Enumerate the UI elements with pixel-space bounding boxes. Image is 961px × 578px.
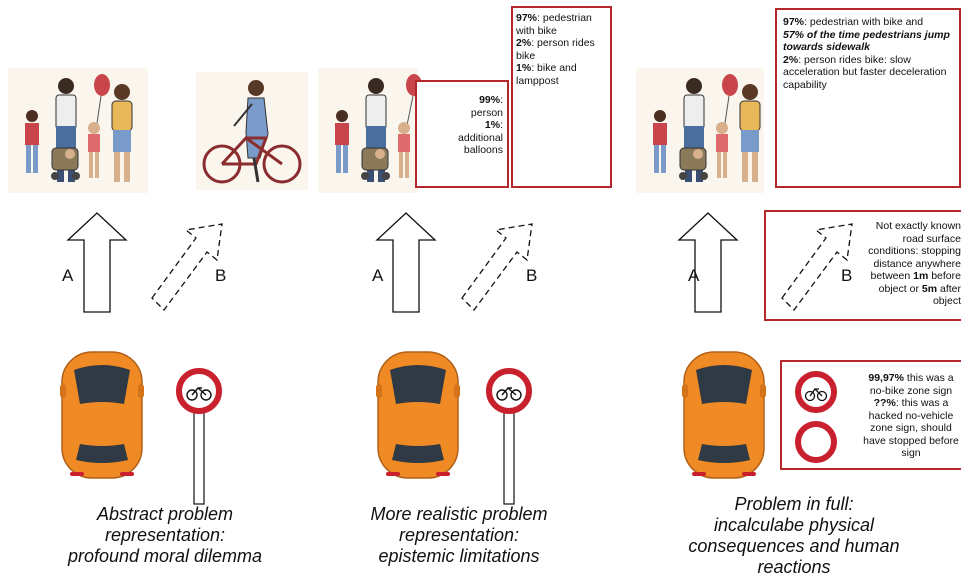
- note-text: acceleration but faster deceleration: [783, 66, 947, 78]
- note-text: : bike and: [531, 62, 577, 74]
- note-family-probabilities: 99%: person 1%: additional balloons: [415, 80, 509, 188]
- note-sign-interpretation: 99,97% this was a no-bike zone sign ??%:…: [780, 360, 961, 470]
- panel-abstract: A B Abstract problem representation: pro…: [0, 0, 320, 578]
- arrow-a-label: A: [62, 266, 74, 285]
- car-top-view: [60, 351, 144, 479]
- arrow-a-label: A: [688, 266, 700, 285]
- caption-line: representation:: [104, 525, 226, 545]
- arrow-b-dashed-in-note: [781, 223, 853, 311]
- note-pct: 1%: [516, 62, 532, 74]
- car-top-view: [376, 351, 460, 479]
- arrow-b-dashed: [461, 223, 533, 311]
- note-text: with bike: [516, 24, 557, 37]
- note-pct: 97%: [783, 16, 805, 28]
- note-text: object or: [878, 282, 922, 295]
- caption-line: representation:: [398, 525, 520, 545]
- note-text: Not exactly known: [875, 220, 961, 232]
- arrow-b-label: B: [215, 266, 227, 285]
- note-pct: ??%: [873, 397, 896, 409]
- arrow-a-solid: [66, 212, 128, 313]
- note-text: no-bike zone sign: [869, 384, 953, 397]
- caption-realistic: More realistic problem representation: e…: [314, 504, 604, 567]
- arrow-a-solid: [677, 212, 739, 313]
- arrow-b-label: B: [841, 266, 853, 285]
- note-bike-behavior: 97%: pedestrian with bike and 57% of the…: [775, 8, 961, 188]
- note-text: hacked no-vehicle: [868, 409, 954, 422]
- caption-line: profound moral dilemma: [67, 546, 263, 566]
- sign-note-text: 99,97% this was a no-bike zone sign ??%:…: [846, 372, 961, 460]
- family-illustration: [636, 68, 764, 193]
- no-bike-sign: [486, 368, 532, 505]
- note-text: object: [932, 295, 961, 307]
- cyclist-illustration: [196, 72, 308, 190]
- no-bike-sign: [176, 368, 222, 505]
- note-pct: 1%: [484, 119, 501, 131]
- note-pct: 2%: [516, 37, 532, 49]
- caption-full: Problem in full: incalculabe physical co…: [644, 494, 944, 578]
- caption-line: Abstract problem: [96, 504, 234, 524]
- note-text: balloons: [463, 144, 503, 156]
- note-text: towards sidewalk: [783, 41, 870, 53]
- caption-line: epistemic limitations: [378, 546, 540, 566]
- note-text: : pedestrian: [537, 12, 592, 24]
- caption-abstract: Abstract problem representation: profoun…: [20, 504, 310, 567]
- note-text: road surface: [902, 232, 961, 245]
- note-text: sign: [901, 447, 921, 459]
- note-text: : person rides bike: slow: [798, 53, 911, 66]
- note-value: 1m: [913, 270, 929, 282]
- panel-full: 97%: pedestrian with bike and 57% of the…: [634, 0, 961, 578]
- note-text: bike: [516, 49, 536, 62]
- note-text: have stopped before: [863, 434, 959, 447]
- note-text: before: [928, 270, 961, 282]
- note-pct: 99,97%: [868, 372, 904, 384]
- note-text: :: [500, 119, 503, 131]
- note-pct: 97%: [516, 12, 538, 24]
- caption-line: incalculabe physical: [713, 515, 875, 535]
- no-vehicle-sign-icon: [795, 421, 837, 463]
- note-text: lamppost: [516, 74, 559, 87]
- family-illustration: [318, 68, 422, 193]
- caption-line: consequences and human: [688, 536, 900, 556]
- arrow-b-dashed: [151, 223, 223, 311]
- caption-line: More realistic problem: [370, 504, 548, 524]
- note-text: :: [500, 94, 503, 106]
- note-text: this was a: [904, 372, 954, 384]
- panel-abstract-scene: [8, 68, 308, 505]
- note-value: 5m: [921, 282, 938, 295]
- note-pct: 99%: [479, 94, 501, 106]
- panel-realistic-scene: [318, 68, 612, 505]
- note-bike-probabilities: 97%: pedestrian with bike 2%: person rid…: [511, 6, 612, 188]
- note-text: : person rides: [531, 37, 595, 49]
- note-text: : pedestrian with bike and: [804, 16, 924, 28]
- no-bike-sign-icon: [795, 371, 837, 413]
- note-text: zone sign, should: [870, 422, 952, 434]
- family-illustration: [8, 68, 148, 193]
- arrow-a-solid: [375, 212, 437, 313]
- panel-realistic: 99%: person 1%: additional balloons 97%:…: [314, 0, 634, 578]
- arrow-a-label: A: [372, 266, 384, 285]
- note-text: conditions: stopping: [868, 245, 961, 257]
- note-text: 57% of the time pedestrians jump: [783, 28, 950, 41]
- note-text: additional: [458, 131, 503, 144]
- note-text: capability: [783, 78, 827, 91]
- note-pct: 2%: [783, 53, 799, 66]
- note-text: distance anywhere: [873, 257, 961, 270]
- note-text: person: [470, 106, 503, 119]
- note-text: : this was a: [895, 397, 949, 409]
- caption-line: Problem in full:: [734, 494, 854, 514]
- car-top-view: [682, 351, 766, 479]
- sign-icons: [795, 371, 837, 463]
- note-text: after: [937, 282, 961, 295]
- arrow-b-label: B: [526, 266, 538, 285]
- note-text: between: [870, 270, 914, 282]
- caption-line: reactions: [757, 557, 831, 577]
